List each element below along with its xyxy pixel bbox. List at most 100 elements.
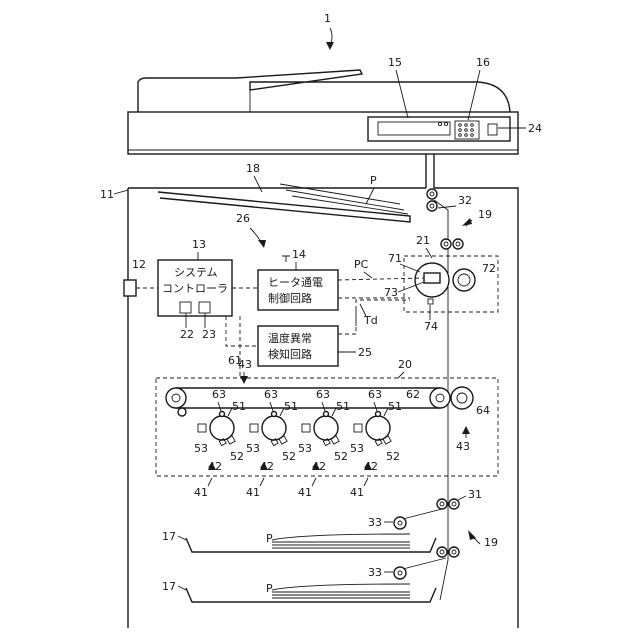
exposure-3 xyxy=(302,424,310,432)
ref-port: 12 xyxy=(132,258,146,271)
primary-transfer-roller-3 xyxy=(324,412,329,417)
ref-drum-3: 51 xyxy=(336,400,350,413)
heater-control-line1: ヒータ通電 xyxy=(268,276,323,289)
ref-device: 1 xyxy=(324,12,331,25)
output-tray xyxy=(158,184,410,222)
ref-system-controller: 13 xyxy=(192,238,206,251)
ref-drum-2: 51 xyxy=(284,400,298,413)
document-feeder xyxy=(138,70,510,112)
ref-belt-roller-a: 61 xyxy=(228,354,242,367)
ref-cassette-upper: 17 xyxy=(162,530,176,543)
ref-thermistor: 74 xyxy=(424,320,438,333)
anomaly-line1: 温度異常 xyxy=(268,331,312,345)
ref-primary-transfer-1: 63 xyxy=(212,388,226,401)
system-controller-line2: コントローラ xyxy=(162,282,228,295)
ref-unit-2: 41 xyxy=(246,486,260,499)
ref-mem-b: 23 xyxy=(202,328,216,341)
ref-primary-transfer-4: 63 xyxy=(368,388,382,401)
power-terminal xyxy=(282,256,290,262)
leader-63-3 xyxy=(322,402,325,411)
ref-exposure-4: 53 xyxy=(350,442,364,455)
process-units: 6351535242416351535242416351535242416351… xyxy=(194,388,402,499)
card-reader xyxy=(488,124,497,135)
ref-eject-roller: 32 xyxy=(458,194,472,207)
exposure-4 xyxy=(354,424,362,432)
cassette-upper xyxy=(186,508,446,552)
ref-heater: 73 xyxy=(384,286,398,299)
ref-image-forming: 20 xyxy=(398,358,412,371)
ref-fixing: 21 xyxy=(416,234,430,247)
ref-unit-3: 41 xyxy=(298,486,312,499)
ref-paper-lower: P xyxy=(266,582,273,595)
ref-path-bottom: 19 xyxy=(484,536,498,549)
leader-41-3 xyxy=(312,478,316,486)
ref-keypad: 16 xyxy=(476,56,490,69)
ref-charger-1: 52 xyxy=(230,450,244,463)
leader-63-2 xyxy=(270,402,273,411)
ref-paper-top: P xyxy=(370,174,377,187)
press-roller xyxy=(453,269,475,291)
system-controller-line1: システム xyxy=(174,266,218,279)
display-screen xyxy=(378,122,450,135)
anomaly-line2: 検知回路 xyxy=(268,347,312,361)
memory-b xyxy=(199,302,210,313)
ref-charger-4: 52 xyxy=(386,450,400,463)
ref-heater-control: 14 xyxy=(292,248,306,261)
leader-41-4 xyxy=(364,478,368,486)
eject-rollers xyxy=(427,189,437,211)
ref-drum-4: 51 xyxy=(388,400,402,413)
heater-control-line2: 制御回路 xyxy=(268,291,312,305)
ref-paper-upper: P xyxy=(266,532,273,545)
ref-path-top: 19 xyxy=(478,208,492,221)
ref-charger-2: 52 xyxy=(282,450,296,463)
ref-feed-roller: 31 xyxy=(468,488,482,501)
exposure-1 xyxy=(198,424,206,432)
ref-pc: PC xyxy=(354,258,369,271)
port-connector xyxy=(124,280,136,296)
primary-transfer-roller-2 xyxy=(272,412,277,417)
ref-heat-roller: 71 xyxy=(388,252,402,265)
ref-power-circuit: 26 xyxy=(236,212,250,225)
primary-transfer-roller-4 xyxy=(376,412,381,417)
ref-primary-transfer-3: 63 xyxy=(316,388,330,401)
heater xyxy=(424,273,440,283)
ref-cassette-lower: 17 xyxy=(162,580,176,593)
ref-unit-4: 41 xyxy=(350,486,364,499)
secondary-transfer-roller xyxy=(451,387,473,409)
ref-primary-transfer-2: 63 xyxy=(264,388,278,401)
ref-exposure-2: 53 xyxy=(246,442,260,455)
cassette-lower xyxy=(186,558,446,602)
ref-card-reader: 24 xyxy=(528,122,542,135)
ref-exposure-1: 53 xyxy=(194,442,208,455)
memory-a xyxy=(180,302,191,313)
ref-pickup-upper: 33 xyxy=(368,516,382,529)
leader-63-1 xyxy=(218,402,221,411)
ref-td: Td xyxy=(363,314,378,327)
ref-press-roller: 72 xyxy=(482,262,496,275)
thermistor xyxy=(428,299,433,304)
ref-transfer-right: 43 xyxy=(456,440,470,453)
ref-anomaly-circuit: 25 xyxy=(358,346,372,359)
ref-secondary-transfer: 64 xyxy=(476,404,490,417)
registration-rollers xyxy=(441,239,463,249)
scanner-body xyxy=(128,112,518,154)
device-arrowhead xyxy=(326,42,334,50)
ref-drum-1: 51 xyxy=(232,400,246,413)
leader-41-1 xyxy=(208,478,212,486)
control-panel xyxy=(368,117,510,141)
ref-charger-3: 52 xyxy=(334,450,348,463)
ref-display: 15 xyxy=(388,56,402,69)
ref-pickup-lower: 33 xyxy=(368,566,382,579)
ref-output-tray: 18 xyxy=(246,162,260,175)
leader-63-4 xyxy=(374,402,377,411)
exposure-2 xyxy=(250,424,258,432)
ref-mem-a: 22 xyxy=(180,328,194,341)
primary-transfer-roller-1 xyxy=(220,412,225,417)
leader-41-2 xyxy=(260,478,264,486)
ref-unit-1: 41 xyxy=(194,486,208,499)
ref-body: 11 xyxy=(100,188,114,201)
ref-belt-roller-b: 62 xyxy=(406,388,420,401)
ref-exposure-3: 53 xyxy=(298,442,312,455)
